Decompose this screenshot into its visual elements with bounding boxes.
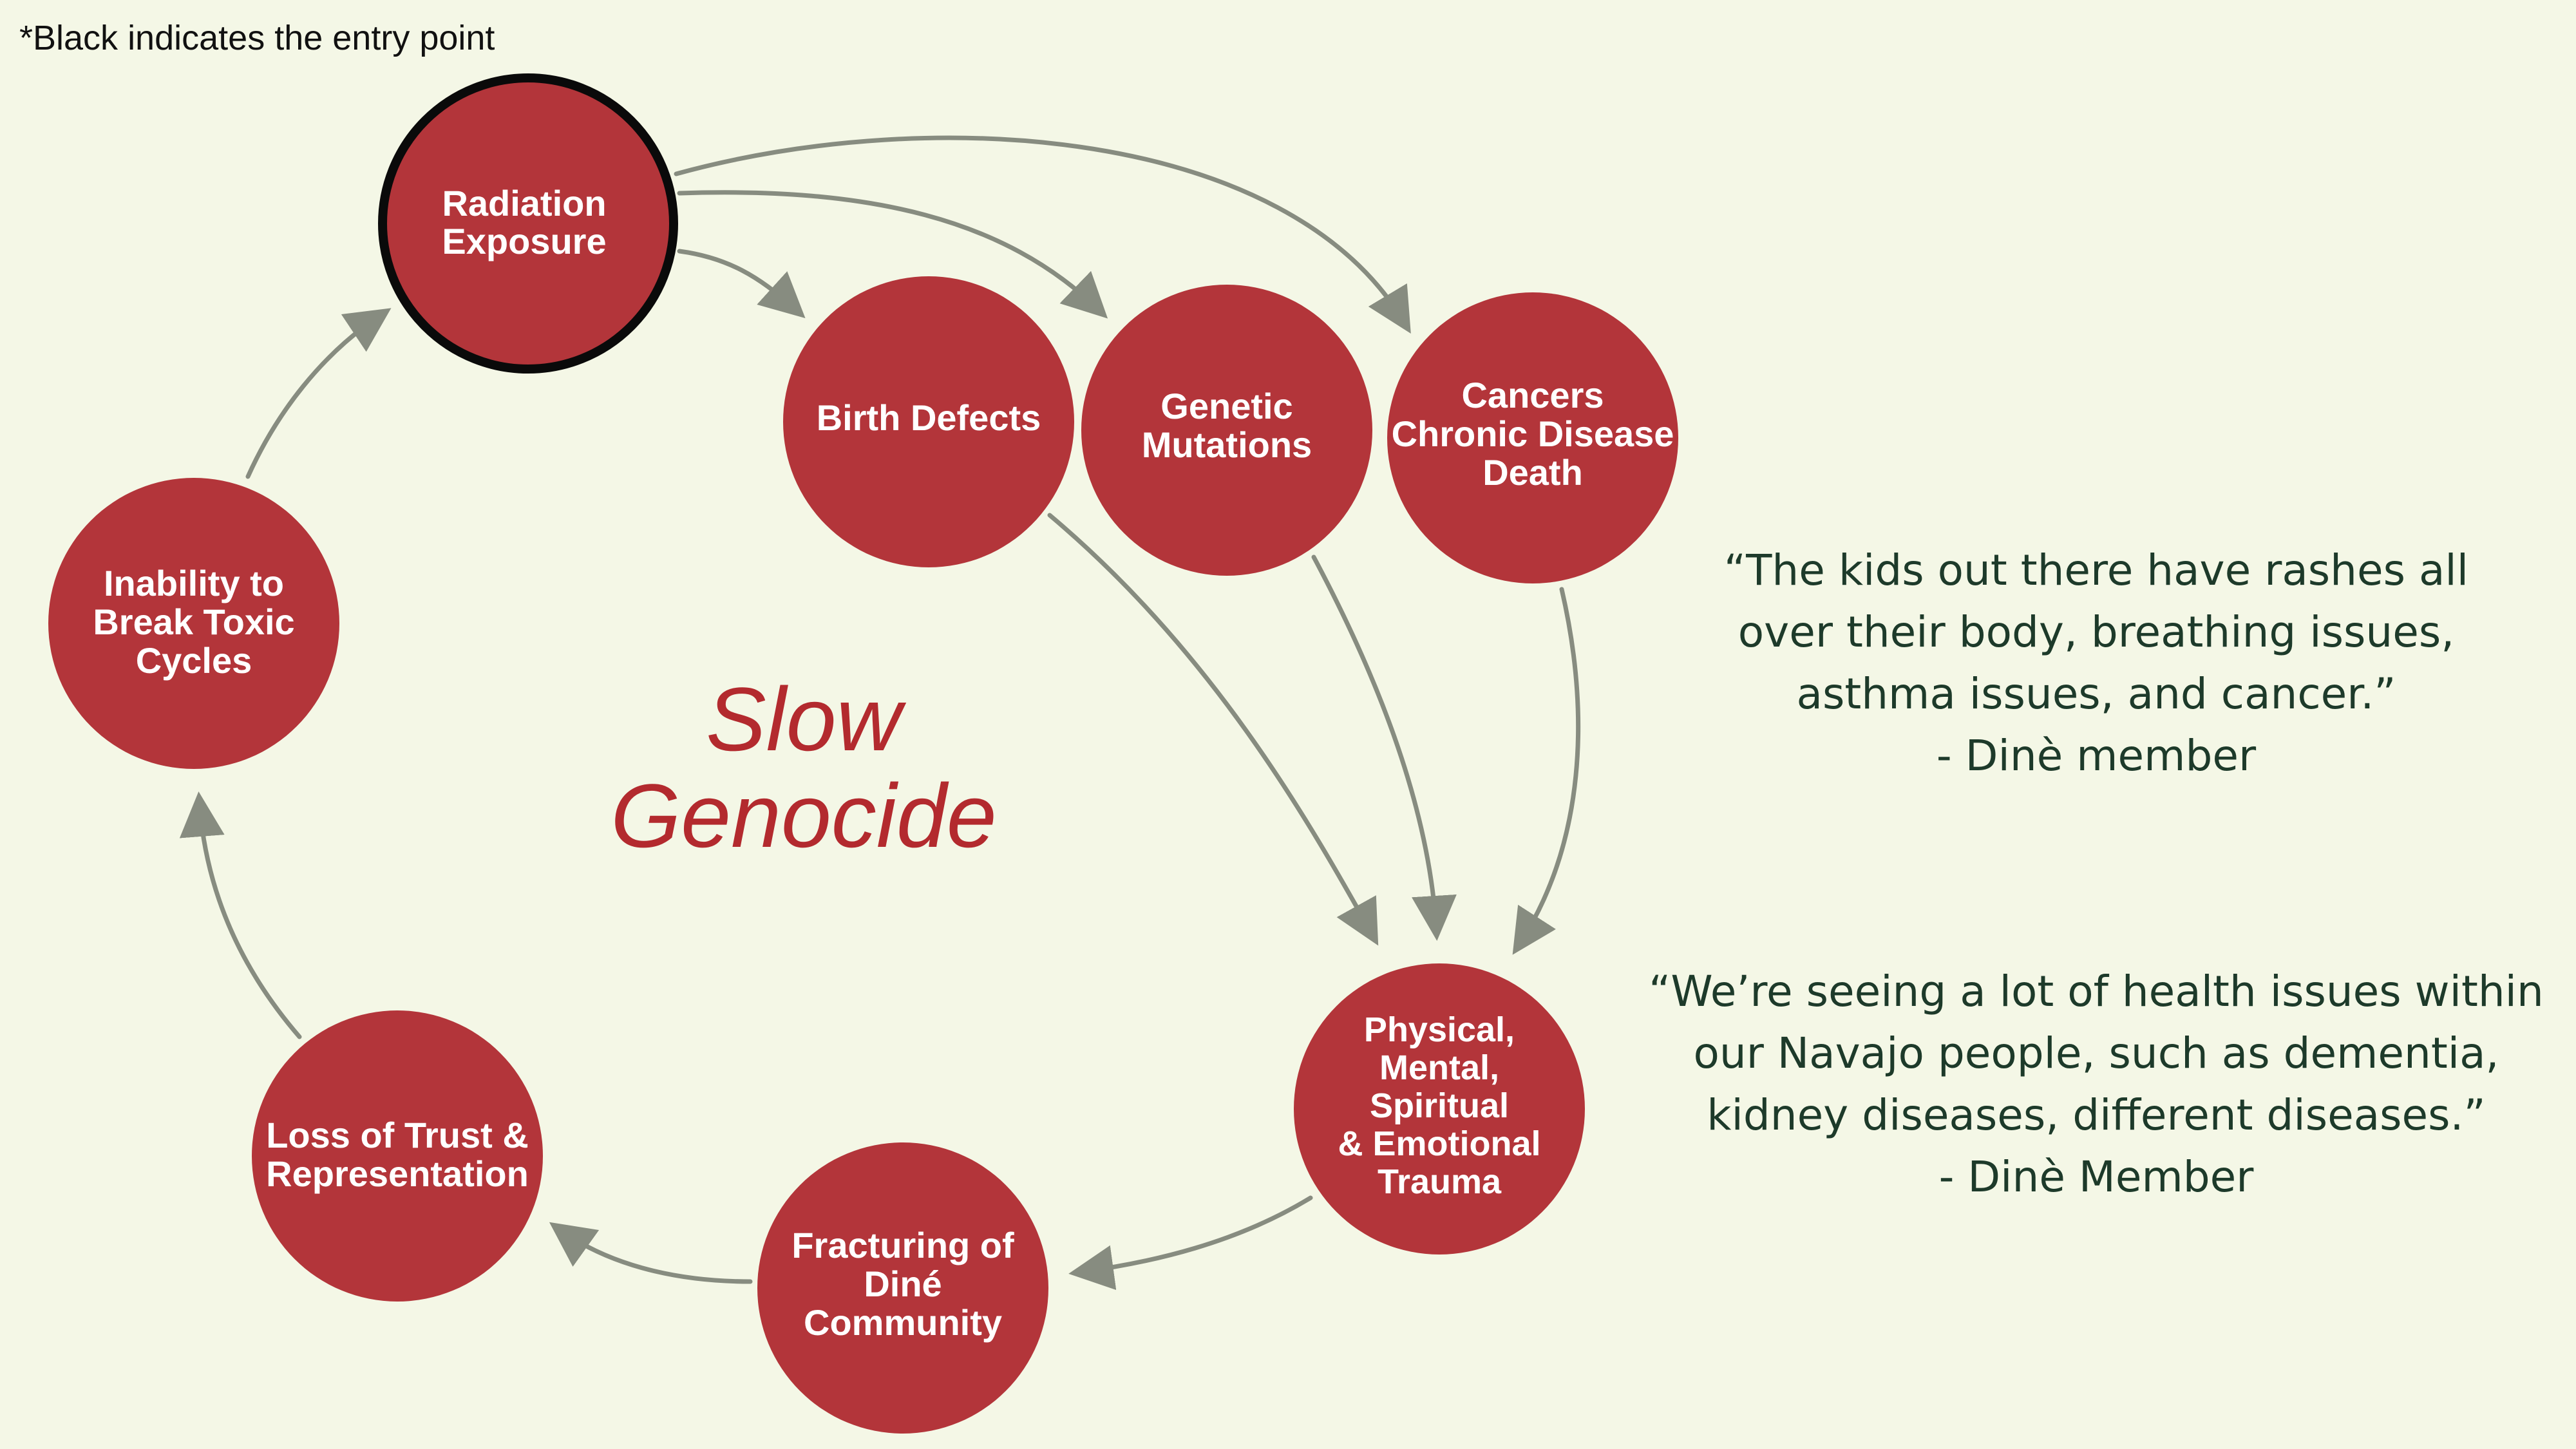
node-label-line: Chronic Disease [1392, 413, 1674, 454]
quote-attribution: - Dinè member [1936, 731, 2257, 781]
arrow-radiation-to-birth-defects [677, 249, 806, 319]
node-label-line: Genetic [1160, 386, 1293, 426]
quote-line: kidney diseases, different diseases.” [1707, 1090, 2486, 1140]
node-circle [783, 276, 1074, 567]
quote-line: “We’re seeing a lot of health issues wit… [1649, 967, 2544, 1016]
entry-point-note: *Black indicates the entry point [19, 19, 495, 57]
quote-line: “The kids out there have rashes all [1723, 545, 2469, 595]
node-cancers-chronic-disease-death: Cancers Chronic Disease Death [1387, 292, 1678, 583]
arrow-fracturing-to-loss-of-trust [549, 1222, 753, 1284]
arrow-birth-defects-to-trauma [1047, 513, 1379, 946]
node-loss-of-trust: Loss of Trust & Representation [252, 1010, 543, 1302]
quote-line: over their body, breathing issues, [1738, 607, 2455, 657]
node-label-line: Birth Defects [817, 397, 1041, 438]
quote-line: asthma issues, and cancer.” [1796, 669, 2396, 719]
arrow-genetic-mutations-to-trauma [1311, 554, 1457, 941]
node-circle [757, 1142, 1048, 1434]
node-label-line: Fracturing of [791, 1225, 1014, 1265]
node-label-line: Community [804, 1302, 1002, 1343]
center-title-line-2: Genocide [611, 765, 996, 866]
node-circle [252, 1010, 543, 1302]
entry-point-circle [378, 73, 678, 374]
node-label-line: Mutations [1142, 424, 1312, 465]
arrow-loss-of-trust-to-inability [179, 791, 302, 1039]
node-genetic-mutations: Genetic Mutations [1081, 285, 1372, 576]
node-fracturing-of-dine-community: Fracturing of Diné Community [757, 1142, 1048, 1434]
node-inability-to-break-toxic-cycles: Inability to Break Toxic Cycles [48, 478, 339, 769]
node-label-line: Radiation [442, 183, 606, 223]
node-trauma: Physical, Mental, Spiritual & Emotional … [1294, 963, 1585, 1255]
node-label-line: Break Toxic [93, 601, 294, 642]
node-radiation-exposure: Radiation Exposure [378, 73, 678, 374]
node-label-line: Cycles [136, 640, 252, 681]
node-label-line: Physical, [1364, 1010, 1515, 1049]
node-label-line: Loss of Trust & [266, 1115, 529, 1155]
node-label-line: Cancers [1461, 375, 1604, 415]
quote-block-2: “We’re seeing a lot of health issues wit… [1636, 961, 2557, 1208]
arrow-cancers-to-trauma [1512, 587, 1581, 955]
node-label-line: Diné [864, 1264, 942, 1304]
node-label-line: Inability to [104, 563, 284, 603]
quote-block-1: “The kids out there have rashes all over… [1636, 540, 2557, 787]
node-circle [1387, 292, 1678, 583]
node-label-line: Spiritual [1370, 1086, 1509, 1125]
node-label-line: & Emotional [1338, 1124, 1540, 1163]
center-title-line-1: Slow [706, 668, 906, 770]
node-label-line: Trauma [1378, 1162, 1502, 1201]
node-label-line: Mental, [1379, 1048, 1499, 1087]
quote-attribution: - Dinè Member [1938, 1152, 2254, 1202]
node-circle [1294, 963, 1585, 1255]
arrows [179, 135, 1581, 1291]
node-label-line: Exposure [442, 221, 606, 261]
arrow-inability-to-radiation [245, 308, 392, 479]
arrow-radiation-to-genetic-mutations [677, 190, 1108, 319]
node-label-line: Representation [266, 1153, 529, 1194]
arrow-radiation-to-cancers [674, 135, 1411, 334]
node-circle [1081, 285, 1372, 576]
node-birth-defects: Birth Defects [783, 276, 1074, 567]
node-circle [48, 478, 339, 769]
quote-line: our Navajo people, such as dementia, [1693, 1028, 2499, 1078]
node-label-line: Death [1482, 452, 1583, 493]
arrow-trauma-to-fracturing [1068, 1195, 1313, 1291]
